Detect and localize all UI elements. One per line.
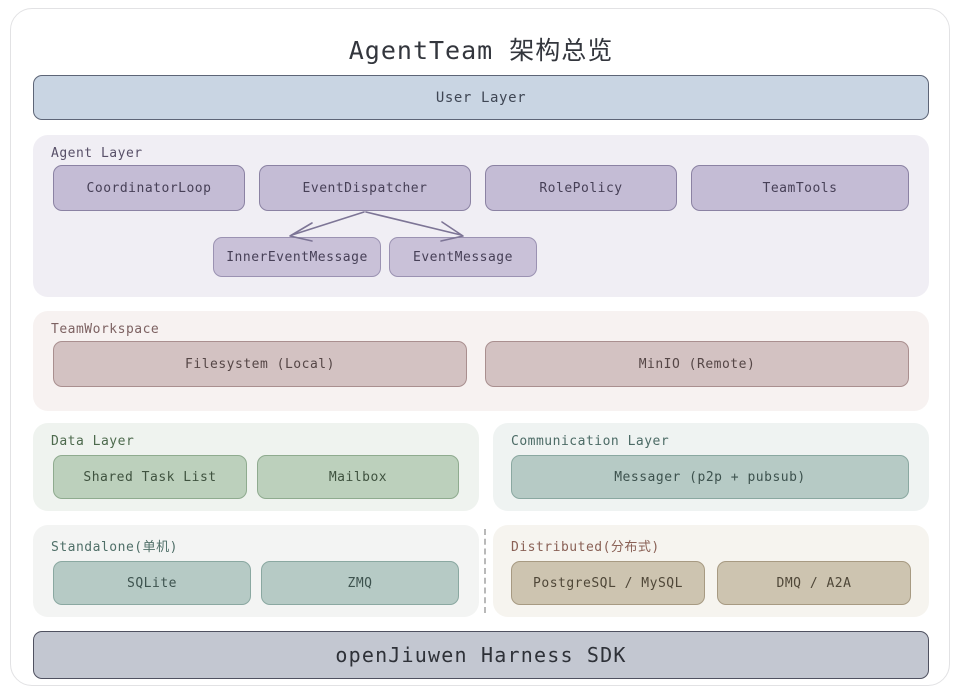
- node-messager[interactable]: Messager (p2p + pubsub): [511, 455, 909, 499]
- section-label-team-workspace: TeamWorkspace: [51, 322, 160, 337]
- node-coordinator-loop[interactable]: CoordinatorLoop: [53, 165, 245, 211]
- node-team-tools[interactable]: TeamTools: [691, 165, 909, 211]
- node-inner-event-message[interactable]: InnerEventMessage: [213, 237, 381, 277]
- section-label-distributed: Distributed(分布式): [511, 540, 660, 555]
- node-label: CoordinatorLoop: [86, 180, 212, 196]
- node-filesystem-local[interactable]: Filesystem (Local): [53, 341, 467, 387]
- section-label-communication-layer: Communication Layer: [511, 434, 670, 449]
- node-label: EventMessage: [413, 249, 513, 265]
- section-label-data-layer: Data Layer: [51, 434, 135, 449]
- node-label: RolePolicy: [539, 180, 623, 196]
- diagram-canvas: AgentTeam 架构总览 User Layer Agent Layer Co…: [10, 8, 950, 686]
- sdk-layer-bar[interactable]: openJiuwen Harness SDK: [33, 631, 929, 679]
- node-sqlite[interactable]: SQLite: [53, 561, 251, 605]
- user-layer-bar[interactable]: User Layer: [33, 75, 929, 120]
- node-label: TeamTools: [762, 180, 838, 196]
- standalone-distributed-divider: [484, 529, 486, 613]
- node-label: Messager (p2p + pubsub): [614, 469, 806, 485]
- node-event-dispatcher[interactable]: EventDispatcher: [259, 165, 471, 211]
- node-event-message[interactable]: EventMessage: [389, 237, 537, 277]
- node-label: DMQ / A2A: [776, 575, 852, 591]
- section-label-agent-layer: Agent Layer: [51, 146, 143, 161]
- node-label: Mailbox: [328, 469, 388, 485]
- node-shared-task-list[interactable]: Shared Task List: [53, 455, 247, 499]
- node-label: MinIO (Remote): [638, 356, 756, 372]
- node-label: InnerEventMessage: [226, 249, 368, 265]
- section-label-standalone: Standalone(单机): [51, 540, 178, 555]
- node-postgresql-mysql[interactable]: PostgreSQL / MySQL: [511, 561, 705, 605]
- node-minio-remote[interactable]: MinIO (Remote): [485, 341, 909, 387]
- node-label: ZMQ: [347, 575, 373, 591]
- node-label: EventDispatcher: [302, 180, 428, 196]
- node-label: Filesystem (Local): [185, 356, 335, 372]
- sdk-layer-label: openJiuwen Harness SDK: [335, 643, 627, 667]
- node-role-policy[interactable]: RolePolicy: [485, 165, 677, 211]
- node-label: Shared Task List: [83, 469, 217, 485]
- page-title: AgentTeam 架构总览: [348, 36, 614, 65]
- node-zmq[interactable]: ZMQ: [261, 561, 459, 605]
- node-mailbox[interactable]: Mailbox: [257, 455, 459, 499]
- node-label: SQLite: [127, 575, 177, 591]
- user-layer-label: User Layer: [435, 89, 527, 106]
- node-dmq-a2a[interactable]: DMQ / A2A: [717, 561, 911, 605]
- node-label: PostgreSQL / MySQL: [533, 575, 683, 591]
